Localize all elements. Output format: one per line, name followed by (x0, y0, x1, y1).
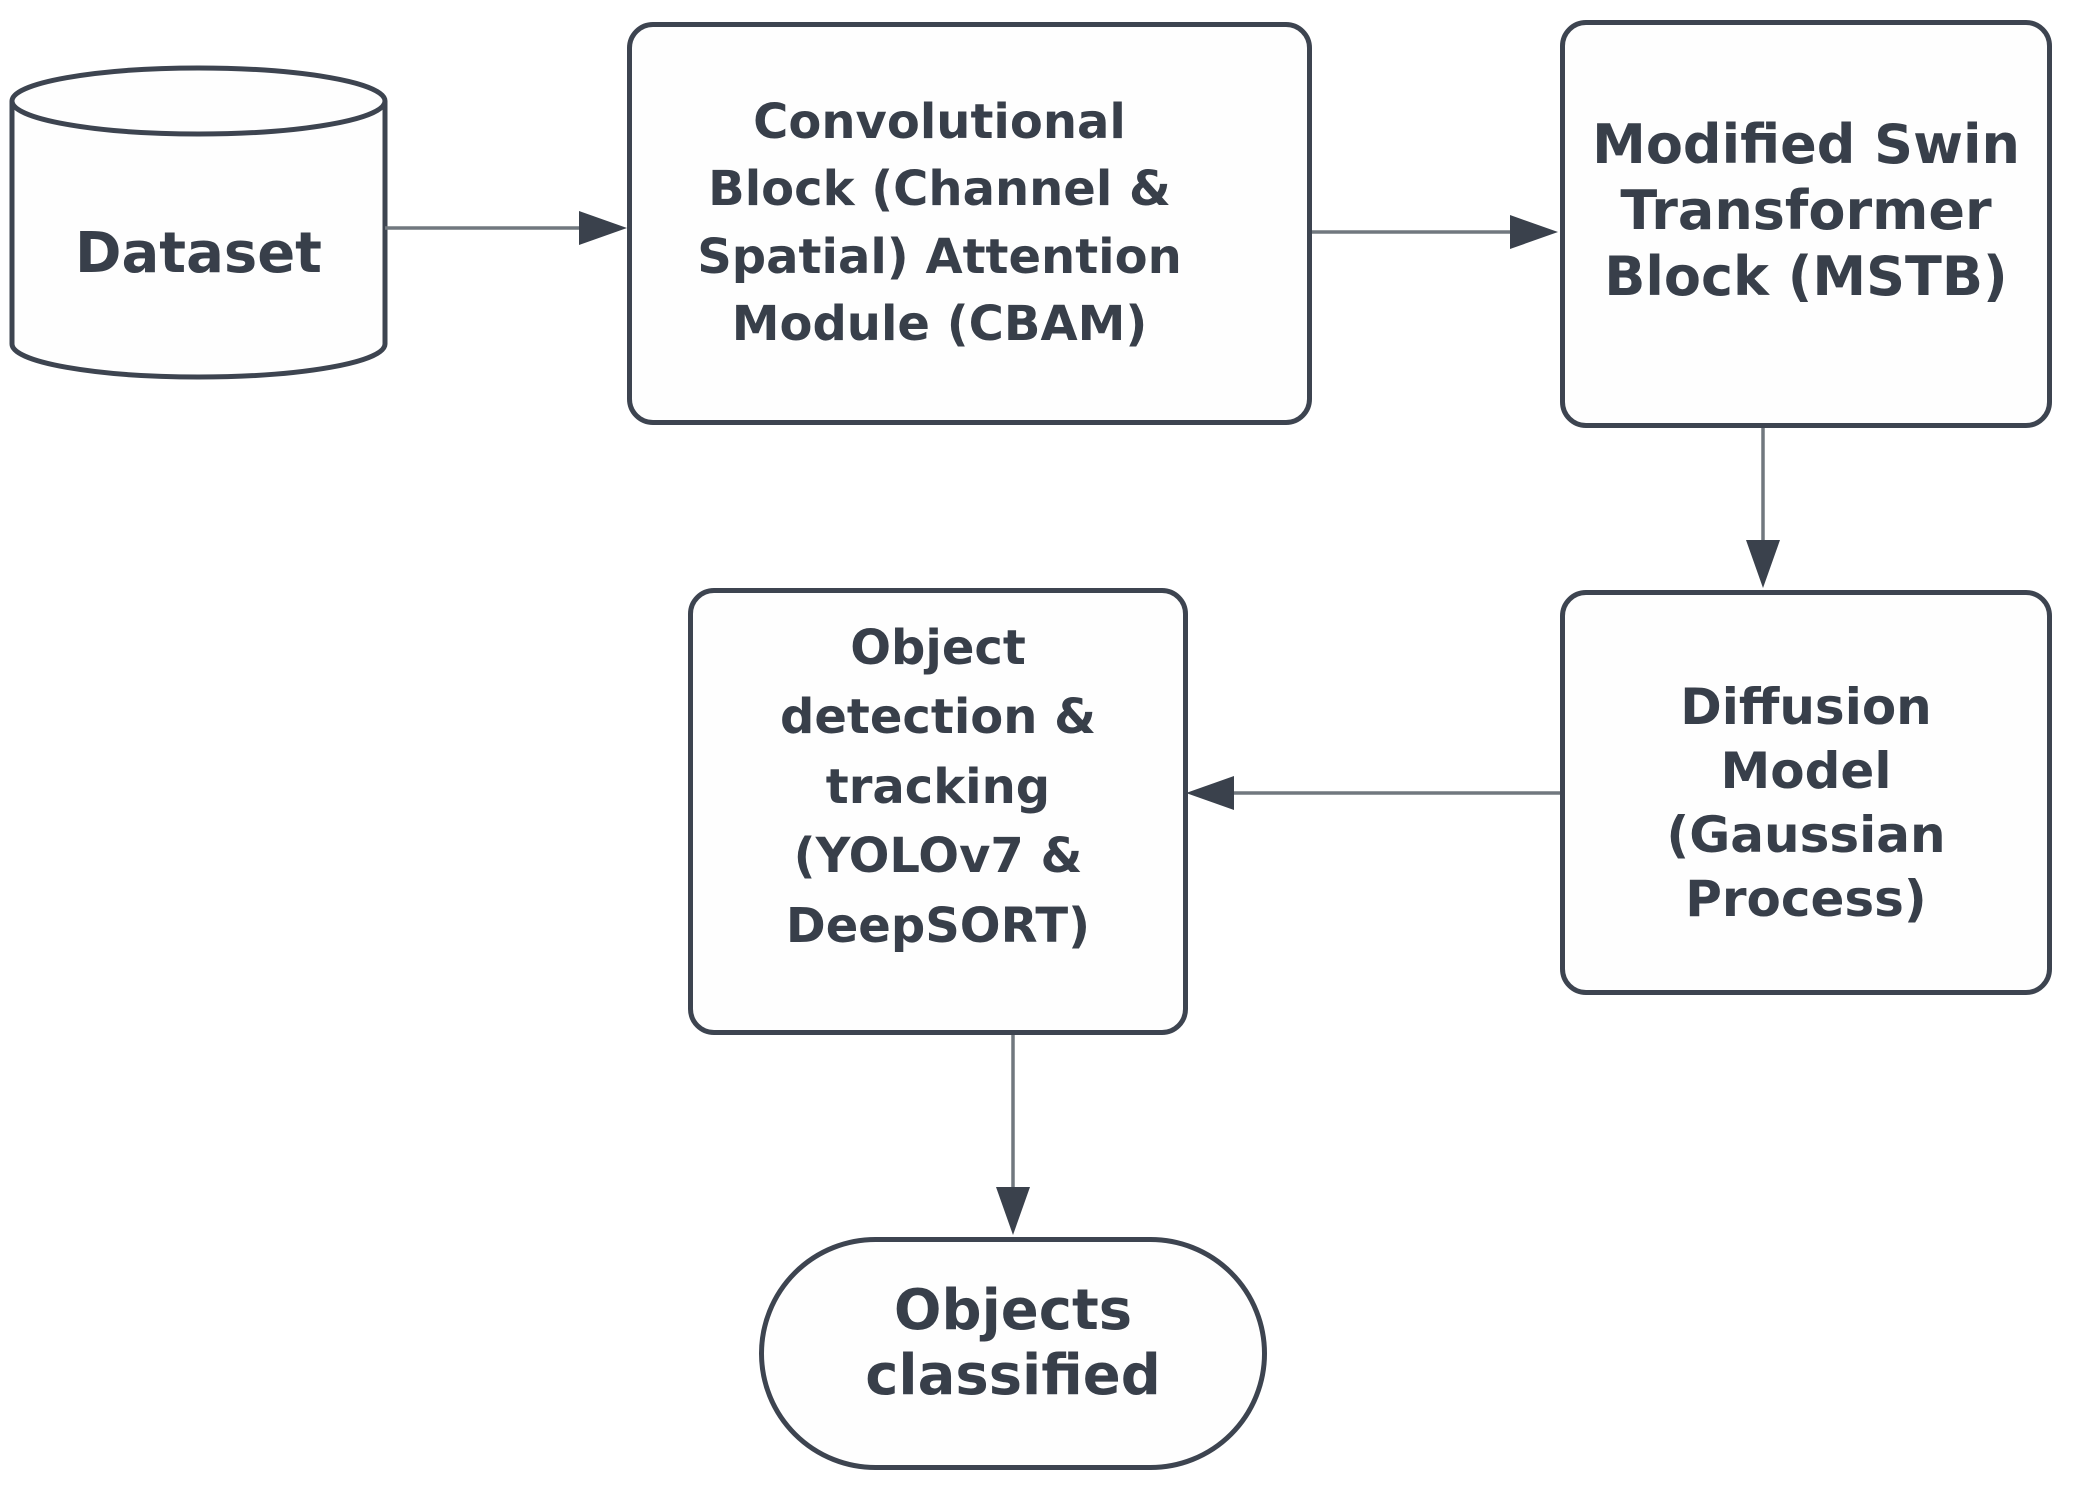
node-mstb: Modified Swin Transformer Block (MSTB) (1560, 20, 2052, 428)
arrowhead-left-icon (1186, 776, 1234, 810)
arrowhead-right-icon (1510, 215, 1558, 249)
node-diffusion-label: Diffusion Model (Gaussian Process) (1666, 677, 1946, 928)
node-dataset-label: Dataset (75, 221, 322, 286)
node-cbam: Convolutional Block (Channel & Spatial) … (627, 22, 1312, 425)
node-mstb-label: Modified Swin Transformer Block (MSTB) (1592, 113, 2020, 308)
node-detection: Object detection & tracking (YOLOv7 & De… (688, 588, 1188, 1035)
node-dataset: Dataset (12, 150, 385, 350)
edge-mstb-to-diffusion (1746, 428, 1780, 588)
edge-cbam-to-mstb (1312, 215, 1558, 249)
edge-dataset-to-cbam (385, 211, 627, 245)
edge-detection-to-result (996, 1035, 1030, 1235)
node-result-label: Objects classified (865, 1278, 1161, 1408)
node-cbam-label: Convolutional Block (Channel & Spatial) … (697, 94, 1182, 352)
edge-diffusion-to-detection (1186, 776, 1560, 810)
node-detection-label: Object detection & tracking (YOLOv7 & De… (780, 619, 1096, 954)
node-result: Objects classified (759, 1237, 1267, 1470)
arrowhead-down-icon (996, 1187, 1030, 1235)
arrowhead-right-icon (579, 211, 627, 245)
node-diffusion: Diffusion Model (Gaussian Process) (1560, 590, 2052, 995)
arrowhead-down-icon (1746, 540, 1780, 588)
